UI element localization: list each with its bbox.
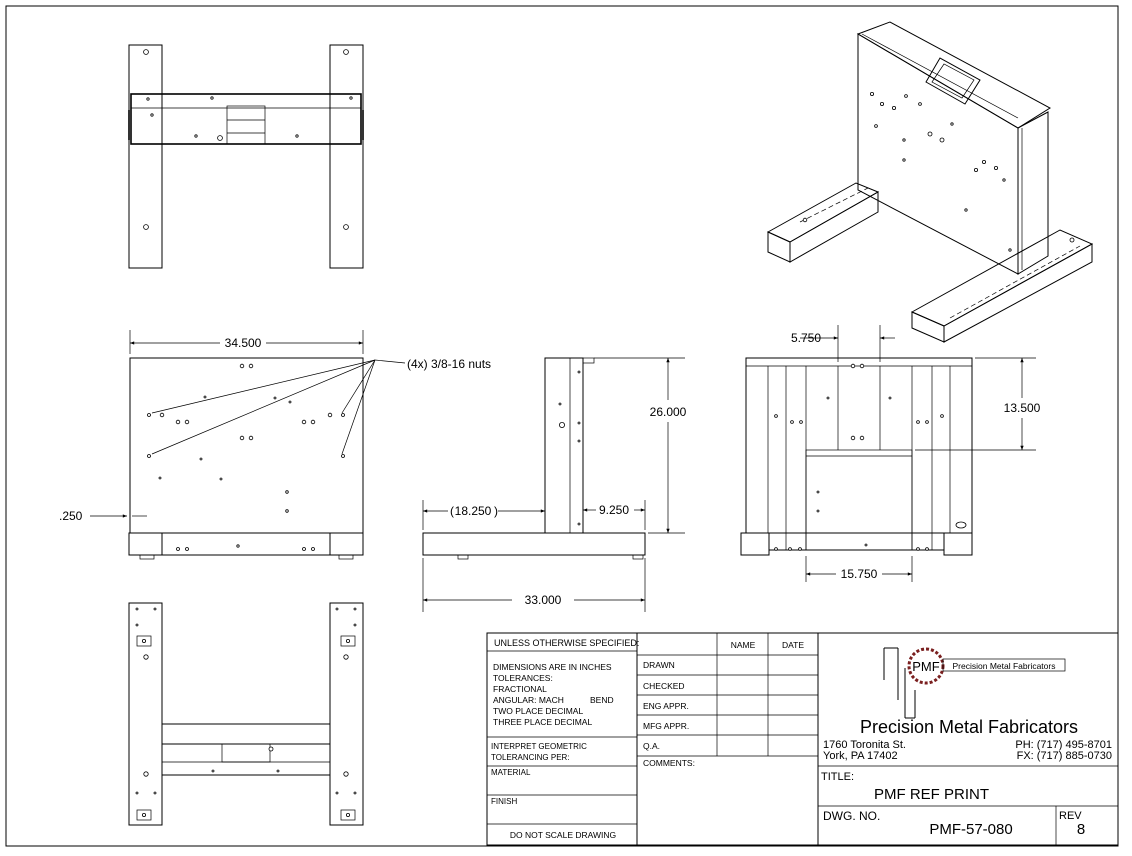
dim-side-right: 9.250 <box>583 500 646 530</box>
tb-col-date: DATE <box>782 640 804 650</box>
dim-side-base-label: 33.000 <box>525 593 562 607</box>
dim-front-width: 34.500 <box>129 330 364 354</box>
logo-abbr: PMF <box>912 659 940 674</box>
dim-side-height-label: 26.000 <box>650 405 687 419</box>
paren-close: ) <box>494 504 498 518</box>
title-label: TITLE: <box>821 771 854 783</box>
dim-front-foot: .250 <box>59 500 147 530</box>
tb-unless-specified: UNLESS OTHERWISE SPECIFIED: <box>494 638 639 648</box>
dim-rear-height: 13.500 <box>915 357 1041 451</box>
tb-eng-appr: ENG APPR. <box>643 701 689 711</box>
top-view <box>128 44 364 269</box>
tb-fractional: FRACTIONAL <box>493 684 547 694</box>
dim-side-left: 18.250 ( ) <box>422 500 546 530</box>
tb-material: MATERIAL <box>491 768 531 777</box>
side-view <box>422 357 646 560</box>
isometric-view <box>766 21 1094 343</box>
dim-side-right-label: 9.250 <box>599 503 629 517</box>
rear-view <box>740 357 973 556</box>
tb-qa: Q.A. <box>643 741 660 751</box>
phone: PH: (717) 495-8701 <box>1015 739 1112 751</box>
dwg-value: PMF-57-080 <box>929 821 1012 838</box>
dim-rear-height-label: 13.500 <box>1004 401 1041 415</box>
tb-dims-inches: DIMENSIONS ARE IN INCHES <box>493 662 612 672</box>
dim-side-height: 26.000 <box>594 357 687 534</box>
tb-two-place: TWO PLACE DECIMAL <box>493 706 583 716</box>
title-value: PMF REF PRINT <box>874 786 989 803</box>
dim-rear-bottom-label: 15.750 <box>841 567 878 581</box>
dim-side-base: 33.000 <box>422 558 646 612</box>
address-line-1: 1760 Toronita St. <box>823 739 906 751</box>
tb-checked: CHECKED <box>643 681 685 691</box>
address-line-2: York, PA 17402 <box>823 750 898 762</box>
logo-banner: Precision Metal Fabricators <box>953 661 1056 671</box>
tb-three-place: THREE PLACE DECIMAL <box>493 717 592 727</box>
tb-do-not-scale: DO NOT SCALE DRAWING <box>510 830 616 840</box>
company-name: Precision Metal Fabricators <box>860 717 1078 737</box>
title-block <box>486 632 1119 846</box>
tb-interpret-2: TOLERANCING PER: <box>491 753 570 762</box>
company-logo: PMF Precision Metal Fabricators <box>883 647 1066 719</box>
tb-interpret-1: INTERPRET GEOMETRIC <box>491 742 587 751</box>
fax: FX: (717) 885-0730 <box>1017 750 1112 762</box>
rev-value: 8 <box>1077 821 1085 838</box>
dim-side-left-label: 18.250 <box>455 504 492 518</box>
tb-mfg-appr: MFG APPR. <box>643 721 689 731</box>
tb-tolerances: TOLERANCES: <box>493 673 553 683</box>
dim-rear-top-label: 5.750 <box>791 331 821 345</box>
dim-rear-top: 5.750 <box>791 325 895 362</box>
tb-bend: BEND <box>590 695 614 705</box>
sheet-border <box>5 5 1119 847</box>
front-view <box>128 357 406 560</box>
tb-drawn: DRAWN <box>643 660 675 670</box>
dim-front-foot-label: .250 <box>59 509 83 523</box>
tb-comments: COMMENTS: <box>643 758 695 768</box>
tb-angular: ANGULAR: MACH <box>493 695 564 705</box>
paren-open: ( <box>450 504 454 518</box>
rev-label: REV <box>1059 810 1082 822</box>
dim-rear-bottom: 15.750 <box>805 556 913 582</box>
bottom-view <box>128 602 364 826</box>
tb-finish: FINISH <box>491 797 517 806</box>
dim-front-width-label: 34.500 <box>225 336 262 350</box>
nuts-note: (4x) 3/8-16 nuts <box>407 357 491 371</box>
tb-col-name: NAME <box>731 640 756 650</box>
dwg-label: DWG. NO. <box>823 809 880 823</box>
